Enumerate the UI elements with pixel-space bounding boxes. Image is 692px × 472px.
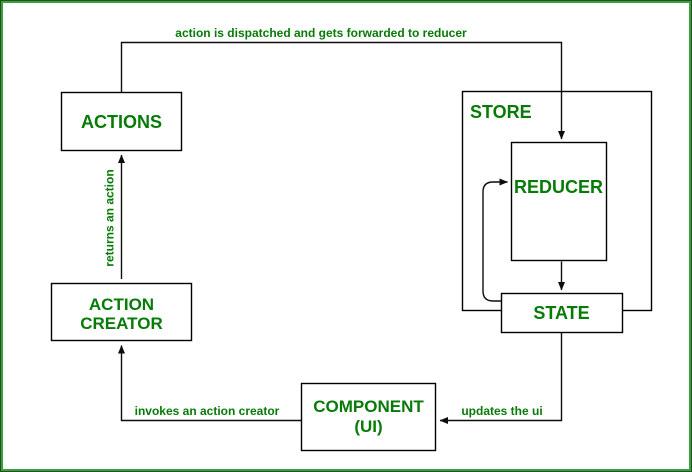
node-state-label: STATE [533,303,589,323]
node-action-creator-box [50,282,193,342]
edge-invokes-creator-line [118,345,301,422]
edge-invokes-creator-label: invokes an action creator [135,404,280,418]
edge-action-dispatched-line [120,41,565,140]
node-reducer-label: REDUCER [514,177,603,197]
node-action-creator-label-line2: CREATOR [80,314,163,333]
node-reducer-box [510,141,608,262]
edge-returns-action-label: returns an action [103,169,117,266]
node-store-label: STORE [470,102,532,122]
node-action-creator-label-line1: ACTION [89,295,154,314]
node-state-box [500,292,624,334]
node-component-ui-label-line2: (UI) [354,417,382,436]
node-component-ui-label-line1: COMPONENT [313,397,424,416]
edge-action-dispatched-label: action is dispatched and gets forwarded … [175,26,467,40]
node-component-ui-box [300,382,437,452]
node-actions-label: ACTIONS [81,112,162,132]
node-actions-box [60,91,183,152]
edge-updates-ui-line [439,332,563,424]
edge-state-to-reducer-line [482,178,508,302]
edge-updates-ui-label: updates the ui [461,404,542,418]
